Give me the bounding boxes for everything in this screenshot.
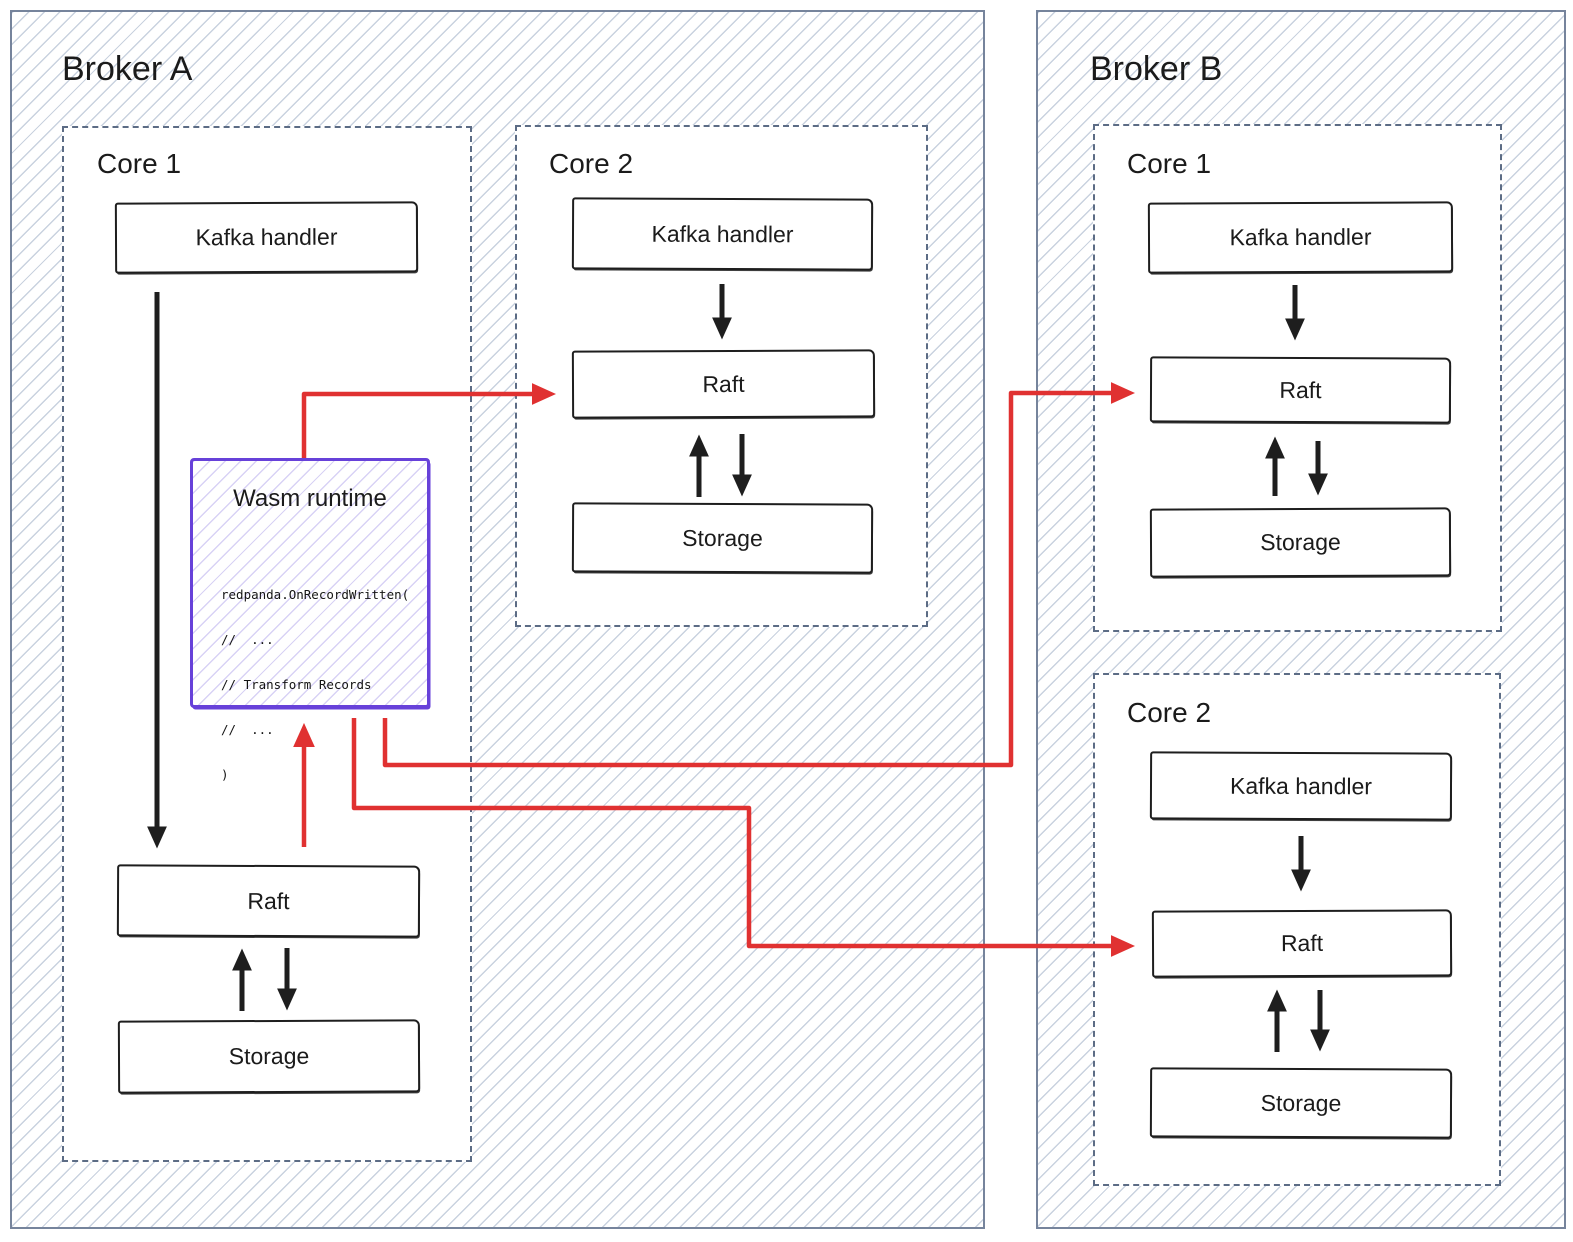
code-line: // Transform Records [221,677,372,692]
broker-b-core-2-label: Core 2 [1127,697,1212,728]
wasm-code-snippet: redpanda.OnRecordWritten( // ... // Tran… [221,557,409,812]
wasm-runtime-box: Wasm runtime redpanda.OnRecordWritten( /… [190,458,430,782]
broker-a-title: Broker A [62,50,193,88]
code-line: // ... [221,722,274,737]
wasm-runtime-title: Wasm runtime [233,485,387,512]
red-arrow-wasm-to-raft-broker-a-core-2 [301,383,557,458]
red-arrow-wasm-to-raft-broker-b-core-2 [351,718,1136,957]
code-line: redpanda.OnRecordWritten( [221,587,410,602]
code-line: ) [221,767,229,782]
broker-a-core-2-label: Core 2 [549,148,634,179]
broker-a-core-1-label: Core 1 [97,148,182,179]
red-arrow-wasm-to-raft-broker-b-core-1 [382,382,1136,768]
broker-b-title: Broker B [1090,50,1223,88]
broker-b-core-1-label: Core 1 [1127,148,1212,179]
code-line: // ... [221,632,274,647]
